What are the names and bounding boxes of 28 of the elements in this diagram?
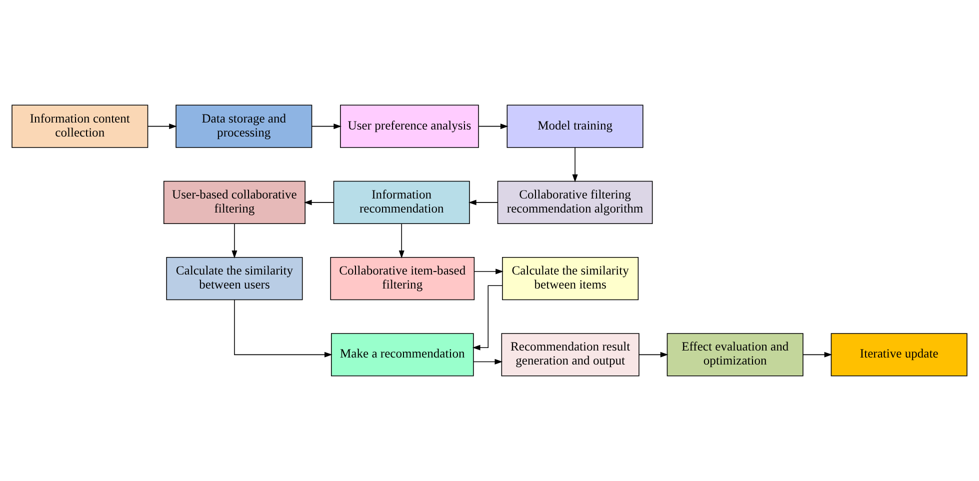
arrow xyxy=(234,299,332,358)
arrow xyxy=(802,352,832,358)
arrow xyxy=(468,200,498,206)
arrow xyxy=(398,223,404,258)
arrow xyxy=(304,200,334,206)
node-box: Make a recommendation xyxy=(330,333,474,376)
arrow xyxy=(232,223,238,258)
node-box: Collaborative item-based filtering xyxy=(330,256,475,300)
arrow xyxy=(478,124,508,130)
node-box: Information recommendation xyxy=(333,180,470,224)
node-box: Calculate the similarity between items xyxy=(502,256,639,300)
node-box: Data storage and processing xyxy=(176,104,312,148)
arrow xyxy=(638,352,668,358)
node-box: Iterative update xyxy=(830,333,968,376)
arrow xyxy=(472,285,503,350)
arrow xyxy=(147,124,177,130)
arrow xyxy=(312,124,342,130)
node-box: Model training xyxy=(506,104,644,148)
arrow xyxy=(474,268,504,274)
arrow xyxy=(473,358,503,364)
node-box: Calculate the similarity between users xyxy=(166,256,303,300)
node-box: Recommendation result generation and output xyxy=(501,333,640,376)
node-box: User preference analysis xyxy=(340,104,479,148)
node-box: Collaborative filtering recommendation algorithm xyxy=(497,180,653,224)
node-box: Effect evaluation and optimization xyxy=(666,333,804,376)
node-box: User-based collaborative filtering xyxy=(163,180,306,224)
arrow xyxy=(572,147,578,182)
node-box: Information content collection xyxy=(12,104,148,148)
